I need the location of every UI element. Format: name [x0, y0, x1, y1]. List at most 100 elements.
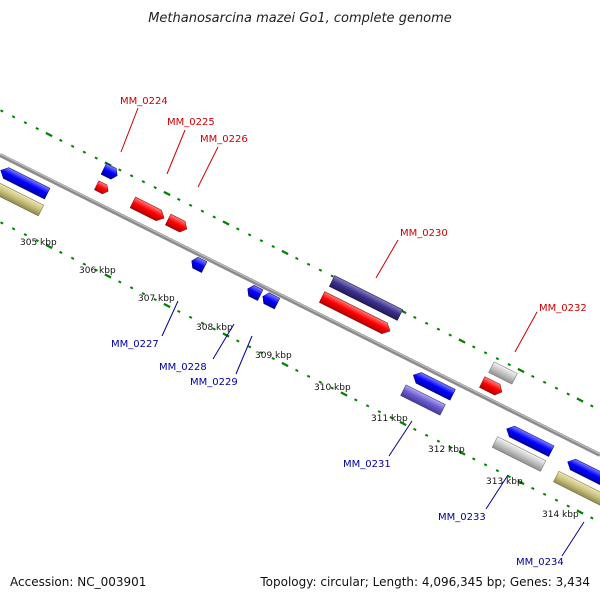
lower-track-tick: [45, 243, 53, 250]
upper-track-tick: [0, 109, 4, 113]
gene-label-mm-0230[interactable]: MM_0230: [400, 228, 448, 239]
lower-tick-track: [0, 221, 594, 520]
gene-mm-0231-blue-glyph[interactable]: [411, 370, 456, 401]
lower-track-tick: [495, 469, 500, 473]
genome-backbone: [0, 153, 600, 457]
lower-track-tick: [118, 280, 122, 284]
map-title: Methanosarcina mazei Go1, complete genom…: [148, 11, 452, 26]
kbp-label-313: 313 kbp: [486, 477, 523, 487]
upper-track-tick: [495, 357, 500, 361]
kbp-label-308: 308 kbp: [196, 323, 233, 333]
lower-track-tick: [472, 457, 476, 461]
kbp-label-305: 305 kbp: [20, 238, 57, 248]
lower-track-tick: [94, 268, 98, 272]
lower-track-tick: [35, 239, 39, 243]
lower-track-tick: [340, 391, 348, 397]
upper-track-tick: [222, 220, 230, 226]
gene-mm-0224-red-glyph[interactable]: [94, 180, 110, 196]
lower-track-tick: [330, 386, 334, 390]
gene-label-mm-0233[interactable]: MM_0233: [438, 512, 486, 523]
kbp-scale-labels: 305 kbp 306 kbp 307 kbp 308 kbp 309 kbp …: [20, 238, 579, 520]
upper-track-tick: [507, 363, 511, 367]
gene-label-mm-0225[interactable]: MM_0225: [167, 117, 215, 128]
lower-track-tick: [365, 404, 370, 408]
gene-label-mm-0226[interactable]: MM_0226: [200, 134, 248, 145]
lower-track-tick: [424, 433, 429, 437]
lower-track-tick: [0, 221, 4, 225]
lower-track-tick: [318, 380, 323, 384]
kbp-label-312: 312 kbp: [428, 445, 465, 455]
lower-track-tick: [163, 302, 171, 309]
gene-mm-0230-glyph[interactable]: [328, 275, 404, 321]
lower-track-tick: [436, 439, 441, 443]
lower-track-tick: [576, 509, 584, 515]
lower-track-tick: [82, 262, 87, 266]
gene-label-mm-0224[interactable]: MM_0224: [120, 96, 168, 107]
gene-mm-0234-blue-glyph[interactable]: [565, 456, 600, 490]
gene-mm-0225-glyph[interactable]: [129, 196, 167, 223]
gene-mm-0228-glyph[interactable]: [245, 284, 264, 301]
upper-track-tick: [306, 262, 311, 266]
upper-track-tick: [23, 121, 28, 125]
gene-mm-0233-glyph[interactable]: [491, 436, 547, 472]
lower-track-tick: [517, 479, 525, 486]
gene-mm-0230-red-glyph[interactable]: [318, 291, 392, 337]
gene-mm-0226-glyph[interactable]: [165, 213, 189, 234]
lower-track-tick: [236, 339, 240, 343]
kbp-label-306: 306 kbp: [79, 266, 116, 276]
gene-label-mm-0234[interactable]: MM_0234: [516, 557, 564, 568]
lower-track-tick: [129, 286, 134, 290]
lower-track-tick: [70, 256, 75, 260]
gene-label-mm-0232[interactable]: MM_0232: [539, 303, 587, 314]
upper-track-tick: [200, 209, 205, 213]
gene-mm-0229-glyph[interactable]: [260, 291, 281, 310]
gene-mm-0227-glyph[interactable]: [189, 256, 208, 273]
upper-track-tick: [295, 256, 299, 260]
accession-text: Accession: NC_003901: [10, 575, 146, 589]
lower-track-tick: [281, 361, 289, 368]
gene-mm-0233-blue-glyph[interactable]: [504, 423, 555, 457]
lower-track-tick: [212, 327, 216, 331]
lower-track-tick: [377, 410, 382, 414]
lower-track-tick: [271, 357, 275, 361]
upper-track-tick: [236, 227, 240, 231]
lower-track-tick: [153, 298, 157, 302]
lower-track-tick: [566, 504, 570, 508]
upper-track-tick: [413, 315, 417, 319]
gene-mm-0224-glyph[interactable]: [100, 163, 120, 181]
lower-track-tick: [507, 475, 511, 479]
gene-label-mm-0228[interactable]: MM_0228: [159, 362, 207, 373]
upper-track-tick: [35, 127, 39, 131]
upper-track-tick: [517, 367, 525, 374]
upper-track-tick: [554, 386, 559, 390]
lower-track-tick: [483, 463, 488, 467]
upper-track-tick: [247, 233, 252, 237]
upper-track-tick: [259, 239, 264, 243]
gene-mm-0234-glyph[interactable]: [553, 470, 600, 510]
upper-track-tick: [153, 186, 157, 190]
upper-track-tick: [318, 268, 323, 272]
lower-track-tick: [306, 374, 311, 378]
gene-label-mm-0227[interactable]: MM_0227: [111, 339, 159, 350]
upper-track-tick: [483, 351, 488, 355]
upper-track-tick: [129, 174, 134, 178]
gene-left-olive-glyph[interactable]: [0, 179, 45, 217]
gene-mm-0232-glyph[interactable]: [488, 361, 518, 385]
gene-label-mm-0229[interactable]: MM_0229: [190, 377, 238, 388]
upper-track-tick: [576, 397, 584, 403]
lower-track-tick: [354, 398, 358, 402]
upper-track-tick: [436, 327, 441, 331]
gene-label-mm-0231[interactable]: MM_0231: [343, 459, 391, 470]
gene-mm-0232-red-glyph[interactable]: [479, 376, 504, 398]
kbp-label-311: 311 kbp: [371, 414, 408, 424]
upper-tick-track: [0, 109, 594, 408]
gene-left-blue-glyph[interactable]: [0, 165, 51, 200]
kbp-label-307: 307 kbp: [138, 294, 175, 304]
gene-mm-0231-glyph[interactable]: [400, 384, 446, 416]
upper-track-tick: [59, 138, 63, 142]
upper-track-tick: [177, 197, 181, 201]
upper-track-tick: [11, 115, 16, 119]
upper-track-tick: [424, 321, 429, 325]
